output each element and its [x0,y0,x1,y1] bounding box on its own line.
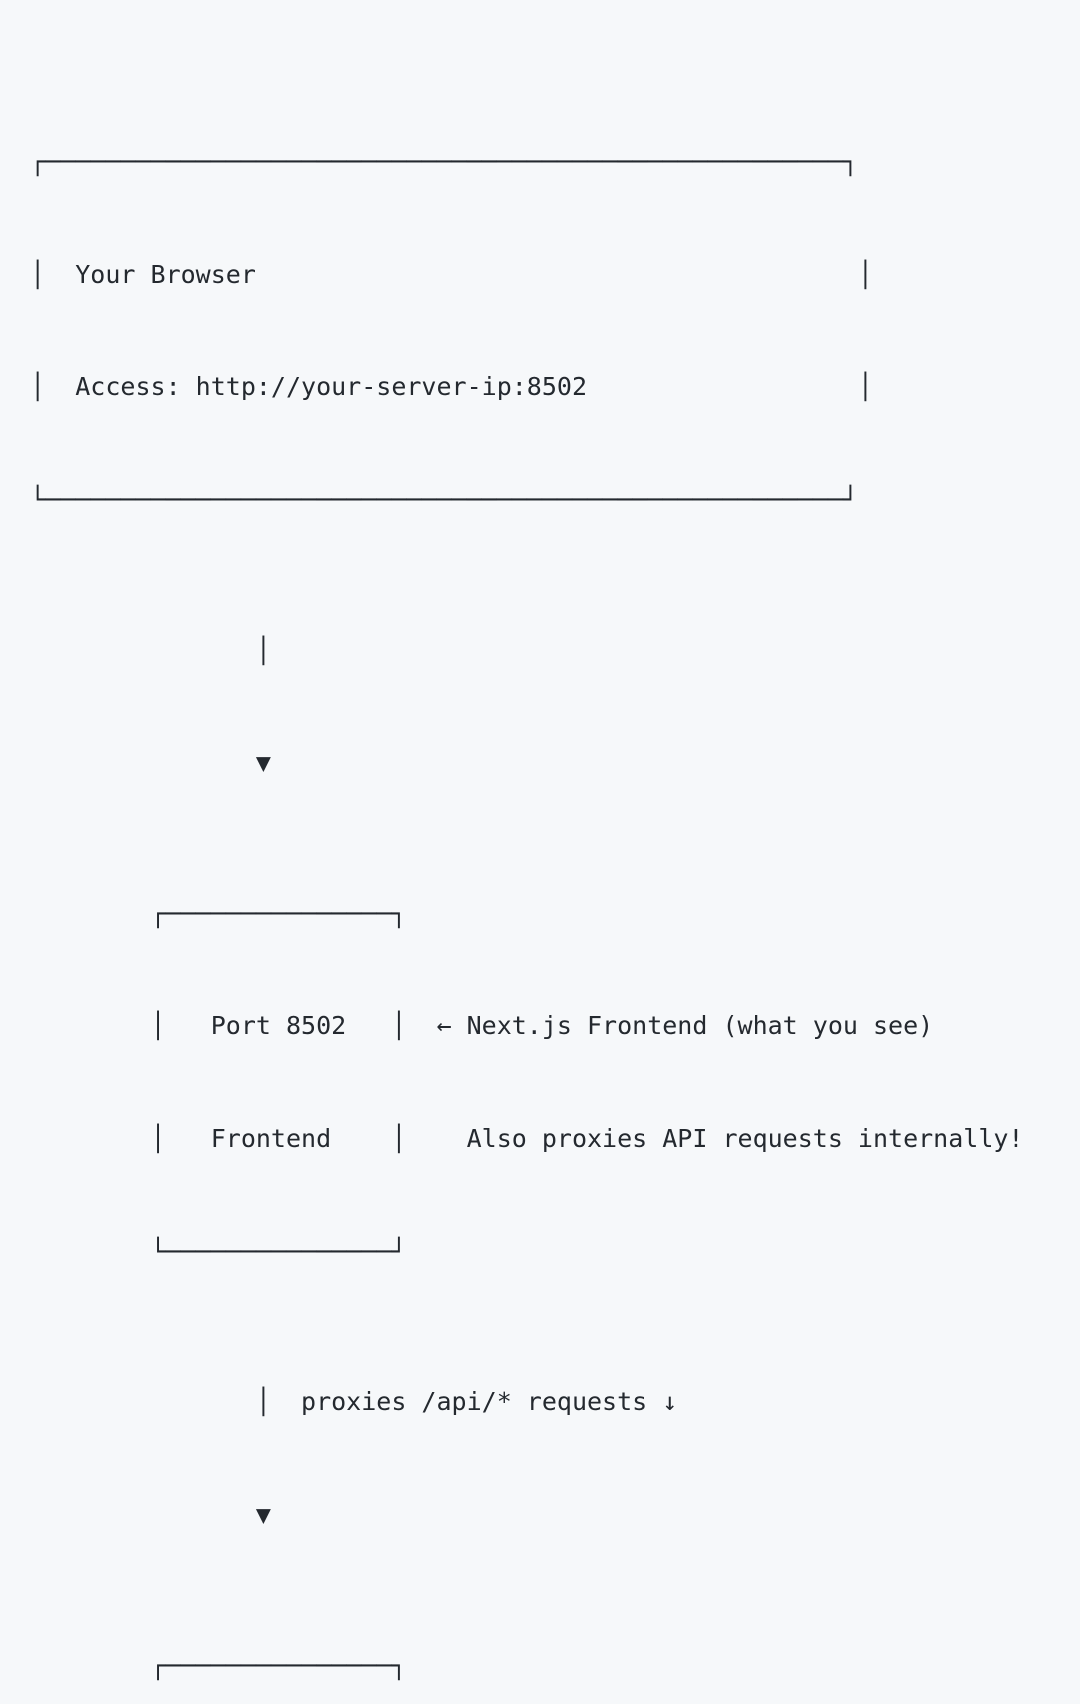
browser-box-bottom-border: └───────────────────────────────────────… [0,485,858,515]
edge-frontend-to-api-line-labeled: │ proxies /api/* requests ↓ [0,1387,678,1417]
frontend-box-top-border: ┌───────────────┐ [0,898,407,928]
browser-box-top-border: ┌───────────────────────────────────────… [0,146,858,176]
edge-browser-to-frontend-line: │ [0,635,271,665]
api-box-top-border: ┌───────────────┐ [0,1650,407,1680]
frontend-box-bottom-border: └───────────────┘ [0,1237,407,1266]
architecture-diagram: ┌───────────────────────────────────────… [0,146,1023,1680]
edge-browser-to-frontend-arrowhead: ▼ [0,748,271,778]
frontend-box-line-port: │ Port 8502 │ ← Next.js Frontend (what y… [0,1011,934,1041]
edge-frontend-to-api-arrowhead: ▼ [0,1500,271,1530]
browser-box-line-access-url: │ Access: http://your-server-ip:8502 │ [0,372,873,402]
frontend-box-line-name: │ Frontend │ Also proxies API requests i… [0,1124,1024,1154]
browser-box-line-title: │ Your Browser │ [0,259,873,289]
